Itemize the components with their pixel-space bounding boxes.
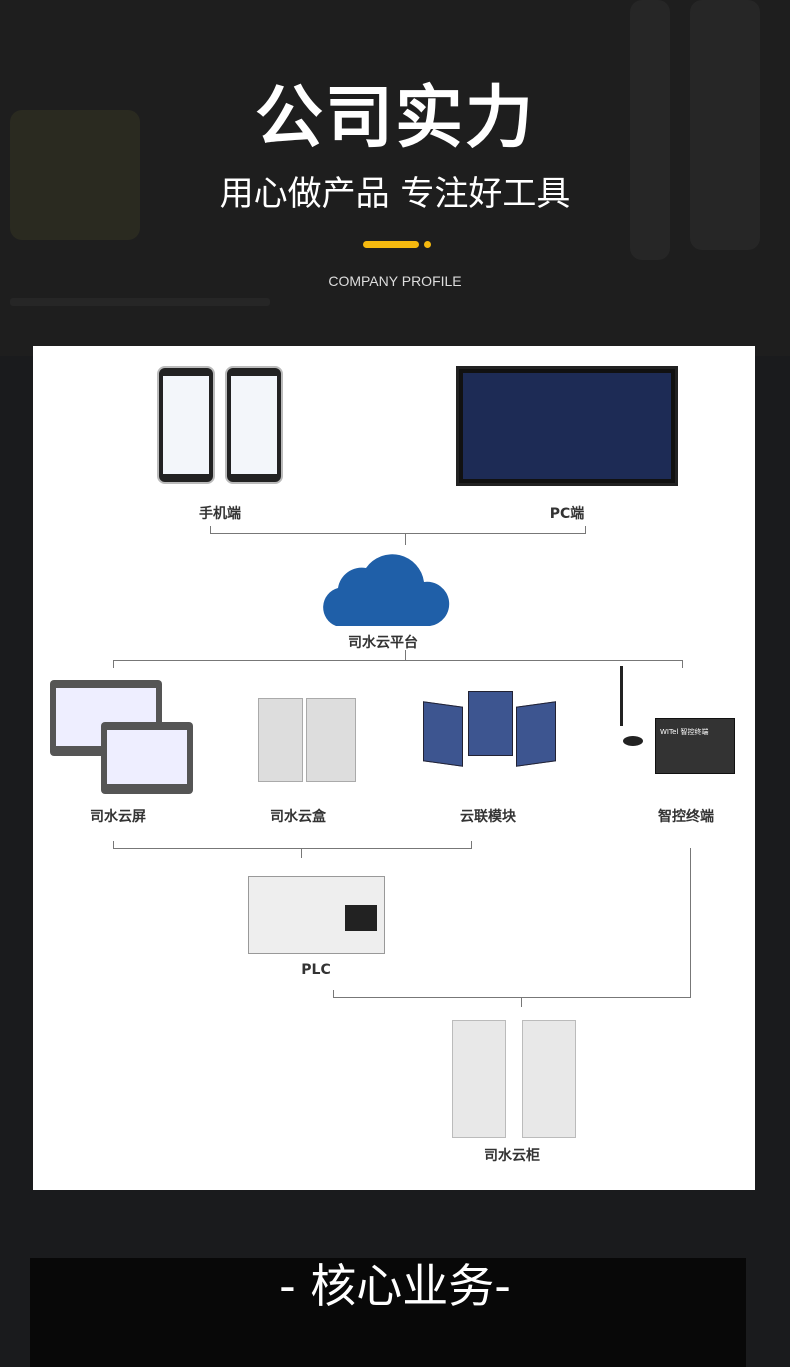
hmi-screen-image (101, 722, 193, 794)
label-box: 司水云盒 (270, 809, 326, 825)
phone-image (157, 366, 215, 484)
screwdriver-icon (630, 0, 670, 260)
page-subtitle: 用心做产品 专注好工具 (219, 174, 571, 214)
pencil-icon (10, 298, 270, 306)
tape-measure-icon (10, 110, 140, 240)
label-pc: PC端 (549, 506, 585, 522)
cabinet-image (522, 1020, 576, 1138)
label-platform: 司水云平台 (348, 635, 418, 651)
module-image (423, 701, 463, 767)
phone-image (225, 366, 283, 484)
core-business-panel (30, 1258, 746, 1367)
label-module: 云联模块 (460, 809, 516, 825)
module-image (468, 691, 513, 756)
label-mobile: 手机端 (199, 506, 241, 522)
terminal-image: WITel 智控终端 (655, 718, 735, 774)
cloud-box-image (258, 698, 303, 782)
label-plc: PLC (301, 962, 331, 978)
cabinet-image (452, 1020, 506, 1138)
hero-banner: 公司实力 用心做产品 专注好工具 COMPANY PROFILE (0, 0, 790, 356)
accent-dot (424, 241, 431, 248)
architecture-diagram: 手机端 PC端 司水云平台 司水云屏 司水云盒 云联模块 WITel 智控终端 … (33, 346, 755, 1190)
cloud-icon (323, 554, 450, 626)
cloud-box-image (306, 698, 356, 782)
section-title: - 核心业务- (279, 1259, 511, 1313)
pc-monitor-image (456, 366, 678, 486)
utility-knife-icon (690, 0, 760, 250)
antenna-icon (623, 736, 643, 746)
plc-image (248, 876, 385, 954)
module-image (516, 701, 556, 767)
label-cabinet: 司水云柜 (484, 1148, 540, 1164)
accent-bar (363, 241, 419, 248)
english-title: COMPANY PROFILE (328, 273, 462, 289)
label-terminal: 智控终端 (658, 809, 714, 825)
page-title: 公司实力 (254, 79, 535, 158)
label-screen: 司水云屏 (90, 809, 146, 825)
